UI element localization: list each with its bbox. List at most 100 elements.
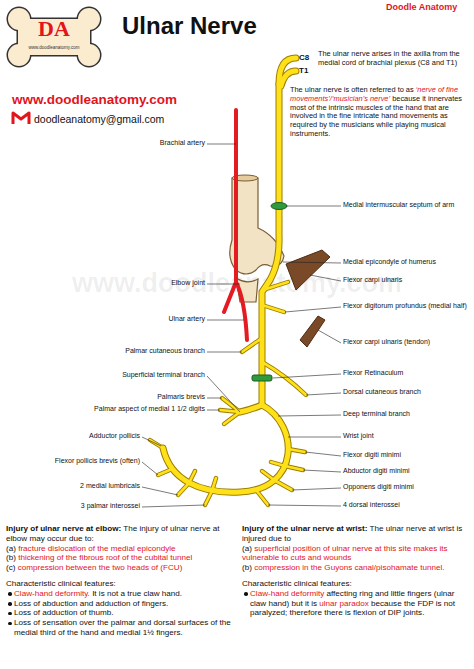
text-column: The ulnar nerve arises in the axilla fro… <box>318 50 470 68</box>
bullet-dot <box>8 622 12 626</box>
note-paragraph: Injury of the ulnar nerve at wrist: The … <box>242 524 470 544</box>
drawing-part <box>278 415 341 416</box>
bullet-item: Loss of sensation over the palmar and do… <box>6 618 234 638</box>
brand-name: Doodle Anatomy <box>386 2 472 13</box>
note-paragraph: (b) compression in the Guyons canal/piso… <box>242 563 470 573</box>
bone-knob <box>78 8 100 30</box>
part-label: Abductor digiti minimi <box>343 467 472 476</box>
part-label: Palmar aspect of medial 1 1/2 digits <box>35 405 205 414</box>
note-paragraph: (c) compression between the two heads of… <box>6 563 234 573</box>
note-text: Characteristic clinical features: <box>242 579 352 588</box>
note-text: (a) <box>242 544 252 553</box>
bullet-item: Claw-hand deformity. It is not a true cl… <box>6 589 234 599</box>
note-paragraph: Characteristic clinical features: <box>6 579 234 589</box>
logo-initials: DA <box>4 17 104 41</box>
note-paragraph: The ulnar nerve arises in the axilla fro… <box>318 50 470 68</box>
note-text: (b) <box>6 553 16 562</box>
part-label: Flexor carpi ulnaris (tendon) <box>343 338 472 347</box>
bullet-dot <box>8 612 12 616</box>
note-text: Characteristic clinical features: <box>6 579 116 588</box>
part-label: Flexor Retinaculum <box>343 369 472 378</box>
drawing-part <box>273 374 341 378</box>
part-label: Brachial artery <box>85 139 205 148</box>
part-label: Dorsal cutaneous branch <box>343 388 472 397</box>
drawing-part <box>318 330 341 343</box>
note-heading: Injury of the ulnar nerve at wrist: <box>242 524 367 533</box>
text-column: Injury of ulnar nerve at elbow: The inju… <box>6 524 234 638</box>
part-label: Ulnar artery <box>85 315 205 324</box>
part-label: Wrist joint <box>343 432 472 441</box>
note-text: It is not a true claw hand. <box>92 589 182 598</box>
note-text: The ulnar nerve is often referred to as <box>290 85 414 94</box>
drawing-part <box>207 352 242 353</box>
drawing-part <box>285 307 341 312</box>
bone-knob <box>8 8 30 30</box>
brachial-artery <box>224 110 247 340</box>
part-label: Deep terminal branch <box>343 410 472 419</box>
note-text: The ulnar nerve arises in the axilla fro… <box>318 49 460 67</box>
drawing-part <box>283 262 341 263</box>
drawing-part <box>207 320 244 321</box>
part-label: Palmar cutaneous branch <box>65 347 205 356</box>
part-label: Adductor pollicis <box>5 432 140 441</box>
bone-knob <box>78 8 100 30</box>
text-column: The ulnar nerve is often referred to as … <box>290 86 472 139</box>
note-paragraph: (b) thickening of the fibrous roof of th… <box>6 553 234 563</box>
part-label: Flexor pollicis brevis (often) <box>2 457 140 466</box>
part-label: Medial intermuscular septum of arm <box>343 201 472 210</box>
highlight-text: ulnar paradox <box>319 599 369 608</box>
part-label: 4 dorsal interossei <box>343 501 472 510</box>
part-label: Palmaris brevis <box>65 393 205 402</box>
bone-knob <box>78 44 100 66</box>
part-label: Flexor digiti minimi <box>343 451 472 460</box>
highlight-text: Claw-hand deformity <box>250 589 324 598</box>
part-label: Opponens digiti minimi <box>343 483 472 492</box>
bone-knob <box>8 44 30 66</box>
note-paragraph: (a) superficial position of ulnar nerve … <box>242 544 470 564</box>
email-icon <box>13 113 29 124</box>
drawing-part <box>142 462 158 475</box>
part-label: Flexor carpi ulnaris <box>343 276 472 285</box>
note-text: Loss of abduction and adduction of finge… <box>14 599 168 608</box>
root-label: T1 <box>299 66 319 76</box>
highlight-text: superficial position of ulnar nerve at t… <box>242 544 448 563</box>
note-text: (a) <box>6 544 16 553</box>
drawing-part <box>142 437 161 446</box>
note-paragraph: The ulnar nerve is often referred to as … <box>290 86 472 139</box>
website: www.doodleanatomy.com <box>12 92 242 108</box>
note-text: (b) <box>242 563 252 572</box>
drawing-part <box>207 410 220 411</box>
drawing-part <box>288 437 341 438</box>
note-paragraph: Characteristic clinical features: <box>242 579 470 589</box>
note-text: Loss of adduction of thumb. <box>14 608 113 617</box>
logo-bone: DAwww.doodleanatomy.com <box>4 4 104 70</box>
drawing-part <box>142 487 178 495</box>
email: doodleanatomy@gmail.com <box>34 113 244 126</box>
note-paragraph: Injury of ulnar nerve at elbow: The inju… <box>6 524 234 544</box>
drawing-part <box>207 398 222 399</box>
highlight-text: fracture dislocation of the medial epico… <box>18 544 175 553</box>
highlight-text: thickening of the fibrous roof of the cu… <box>18 553 192 562</box>
part-label: Flexor digitorum profundus (medial half) <box>343 302 472 311</box>
leader-lines <box>142 144 341 507</box>
highlight-text: compression between the two heads of (FC… <box>18 563 183 572</box>
diagram-title: Ulnar Nerve <box>122 12 257 40</box>
drawing-part <box>207 376 240 412</box>
part-label: 3 palmar interossei <box>2 502 140 511</box>
bone-knob <box>8 8 30 30</box>
bullet-item: Claw-hand deformity affecting ring and l… <box>242 589 470 618</box>
part-label: 2 medial lumbricals <box>2 482 140 491</box>
highlight-text: Claw-hand deformity. <box>14 589 90 598</box>
part-label: Elbow joint <box>85 279 205 288</box>
bone-knob <box>8 44 30 66</box>
drawing-part <box>292 488 341 490</box>
bullet-dot <box>244 592 248 596</box>
drawing-part <box>306 393 341 395</box>
text-column: Injury of the ulnar nerve at wrist: The … <box>242 524 470 618</box>
bullet-dot <box>8 592 12 596</box>
part-label: Superficial terminal branch <box>65 371 205 380</box>
bullet-item: Loss of adduction of thumb. <box>6 608 234 618</box>
drawing-part <box>305 452 341 456</box>
retinaculum-band <box>252 375 272 381</box>
